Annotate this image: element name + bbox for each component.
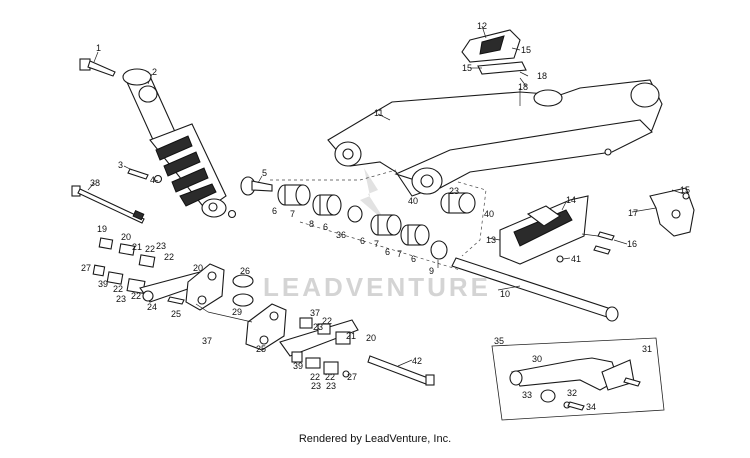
callout-23f: 23 xyxy=(449,186,459,196)
callout-38: 38 xyxy=(90,178,100,188)
dashed-assembly-lines xyxy=(270,169,487,271)
callout-6c: 6 xyxy=(360,236,365,246)
callout-39b: 39 xyxy=(293,361,303,371)
callout-21b: 21 xyxy=(346,331,356,341)
callout-23d: 23 xyxy=(311,381,321,391)
callout-5: 5 xyxy=(262,168,267,178)
callout-23e: 23 xyxy=(326,381,336,391)
callout-6a: 6 xyxy=(272,206,277,216)
callout-18b: 18 xyxy=(518,82,528,92)
chain-guide-top xyxy=(461,29,527,75)
callout-8: 8 xyxy=(309,219,314,229)
pivot-shaft xyxy=(451,257,619,322)
callout-19: 19 xyxy=(97,224,107,234)
callout-11: 11 xyxy=(374,108,383,118)
callout-37a: 37 xyxy=(202,336,212,346)
callout-23b: 23 xyxy=(116,294,126,304)
callout-32: 32 xyxy=(567,388,577,398)
callout-29: 29 xyxy=(232,307,242,317)
chain-guide xyxy=(499,195,589,265)
callout-34: 34 xyxy=(586,402,596,412)
callout-27a: 27 xyxy=(81,263,91,273)
callout-22e: 22 xyxy=(322,316,332,326)
callout-23a: 23 xyxy=(156,241,166,251)
callout-7a: 7 xyxy=(290,209,295,219)
bolt-5 xyxy=(240,176,273,196)
callout-41: 41 xyxy=(571,254,581,264)
callout-20c: 20 xyxy=(366,333,376,343)
inset-box xyxy=(491,337,665,421)
callout-22d: 22 xyxy=(131,291,141,301)
callout-6b: 6 xyxy=(323,222,328,232)
footer-credit: Rendered by LeadVenture, Inc. xyxy=(298,433,452,445)
callout-15a: 15 xyxy=(521,45,531,55)
callout-20a: 20 xyxy=(121,232,131,242)
leader-lines xyxy=(87,25,685,367)
callout-4: 4 xyxy=(150,175,155,185)
long-bolt-42 xyxy=(367,355,435,386)
callout-40a: 40 xyxy=(408,196,418,206)
callout-numbers: 1 2 3 4 5 6 7 8 6 36 6 7 6 7 6 9 10 11 1… xyxy=(81,21,690,412)
bolt-1 xyxy=(79,58,116,77)
callout-15b: 15 xyxy=(462,63,472,73)
callout-7b: 7 xyxy=(374,239,379,249)
callout-7c: 7 xyxy=(397,249,402,259)
callout-10: 10 xyxy=(500,289,510,299)
callout-22f: 22 xyxy=(310,372,320,382)
callout-27b: 27 xyxy=(347,372,357,382)
screw-41 xyxy=(556,255,564,263)
bolt-3 xyxy=(127,168,149,180)
callout-18a: 18 xyxy=(537,71,547,81)
callout-6e: 6 xyxy=(411,254,416,264)
callout-37b: 37 xyxy=(310,308,320,318)
callout-21a: 21 xyxy=(132,242,142,252)
swingarm xyxy=(327,79,663,197)
callout-31: 31 xyxy=(642,344,652,354)
callout-23c: 23 xyxy=(313,322,323,332)
shock-absorber xyxy=(122,68,227,218)
callout-25a: 25 xyxy=(171,309,181,319)
callout-35: 35 xyxy=(494,336,504,346)
callout-17: 17 xyxy=(628,208,638,218)
callout-1: 1 xyxy=(96,43,101,53)
watermark: LEADVENTURE xyxy=(263,168,491,302)
washer xyxy=(227,209,237,219)
callout-25b: 25 xyxy=(256,344,266,354)
callout-14: 14 xyxy=(566,195,576,205)
callout-26: 26 xyxy=(240,266,250,276)
callout-6d: 6 xyxy=(385,247,390,257)
callout-40b: 40 xyxy=(484,209,494,219)
callout-3: 3 xyxy=(118,160,123,170)
callout-20b: 20 xyxy=(193,263,203,273)
long-bolt-38 xyxy=(71,185,145,224)
rocker-arm-lower xyxy=(245,303,359,378)
nut-4 xyxy=(153,174,163,184)
callout-42: 42 xyxy=(412,356,422,366)
callout-22c: 22 xyxy=(113,284,123,294)
callout-39a: 39 xyxy=(98,279,108,289)
callout-22g: 22 xyxy=(325,372,335,382)
callout-15c: 15 xyxy=(680,185,690,195)
callout-22a: 22 xyxy=(145,244,155,254)
callout-36: 36 xyxy=(336,230,346,240)
screws-16 xyxy=(593,231,615,255)
callout-13: 13 xyxy=(486,235,496,245)
callout-2: 2 xyxy=(152,67,157,77)
callout-30: 30 xyxy=(532,354,542,364)
watermark-text: LEADVENTURE xyxy=(263,272,491,302)
rear-guard xyxy=(649,187,695,237)
callout-9: 9 xyxy=(429,266,434,276)
callout-16: 16 xyxy=(627,239,637,249)
rocker-arm-upper xyxy=(167,263,254,311)
callout-24: 24 xyxy=(147,302,157,312)
callout-22b: 22 xyxy=(164,252,174,262)
callout-33: 33 xyxy=(522,390,532,400)
pivot-bushings xyxy=(277,184,476,260)
callout-12: 12 xyxy=(477,21,487,31)
